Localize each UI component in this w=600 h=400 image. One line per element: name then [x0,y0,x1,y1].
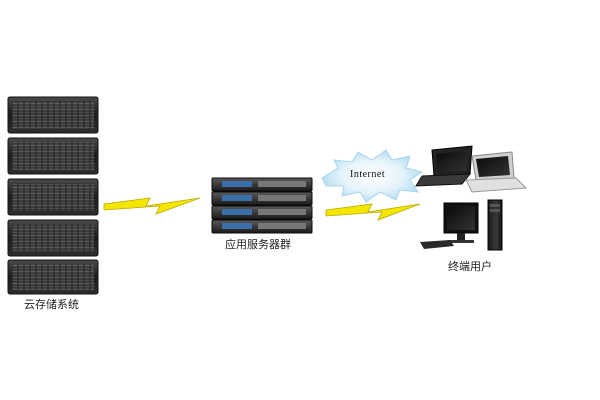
storage-unit [7,96,99,134]
storage-rack-icon [7,96,99,295]
cloud-storage-label: 云存储系统 [24,298,79,311]
end-users-label: 终端用户 [448,260,492,273]
storage-unit [7,137,99,175]
server-unit [211,219,313,234]
cloud-burst-icon [321,149,424,203]
server-unit [211,177,313,192]
laptop-icon [465,151,528,193]
app-servers-label: 应用服务器群 [225,238,291,251]
desktop-computer-icon [420,199,503,251]
laptop-icon [415,145,473,187]
storage-unit [7,178,99,216]
server-cluster-icon [211,177,313,234]
storage-unit [7,219,99,257]
internet-label: Internet [350,169,386,180]
lightning-icon [325,203,421,221]
storage-unit [7,259,99,295]
server-unit [211,205,313,220]
server-unit [211,191,313,206]
lightning-icon [103,197,201,215]
